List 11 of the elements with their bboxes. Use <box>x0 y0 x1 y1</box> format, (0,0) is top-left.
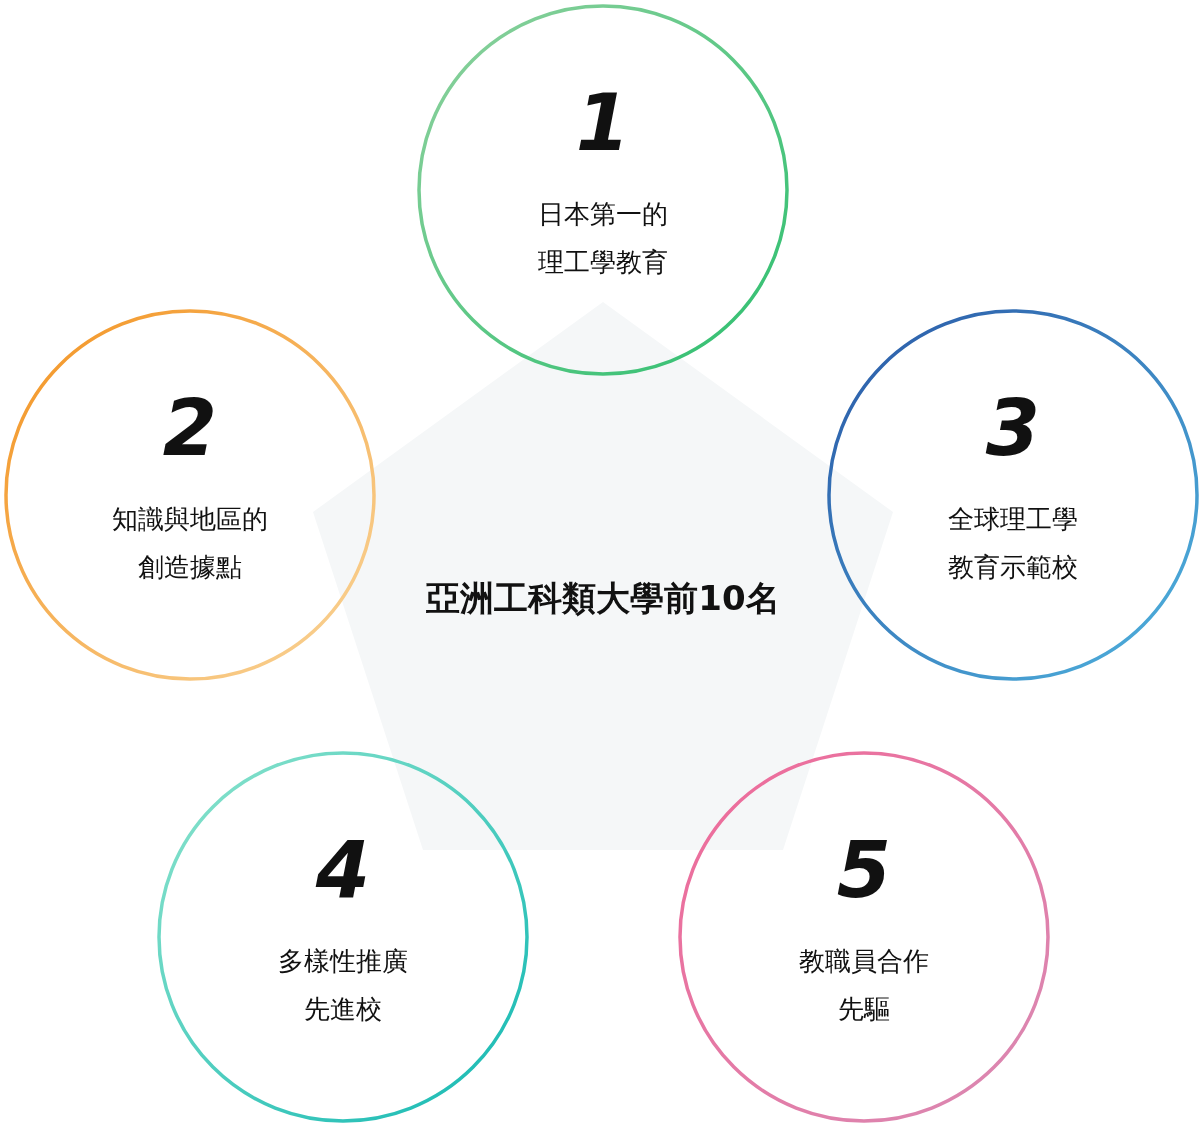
step-label: 全球理工學教育示範校 <box>947 503 1079 584</box>
step-number: 3 <box>984 389 1042 467</box>
step-label: 知識與地區的創造據點 <box>111 503 269 584</box>
center-title: 亞洲工科類大學前10名 <box>425 577 781 620</box>
step-label: 日本第一的理工學教育 <box>537 198 669 279</box>
step-label: 多樣性推廣先進校 <box>277 945 409 1026</box>
step-number: 5 <box>835 831 893 909</box>
step-number: 2 <box>161 389 219 467</box>
step-number: 1 <box>574 84 632 162</box>
step-label: 教職員合作先驅 <box>798 945 930 1026</box>
step-number: 4 <box>314 831 372 909</box>
